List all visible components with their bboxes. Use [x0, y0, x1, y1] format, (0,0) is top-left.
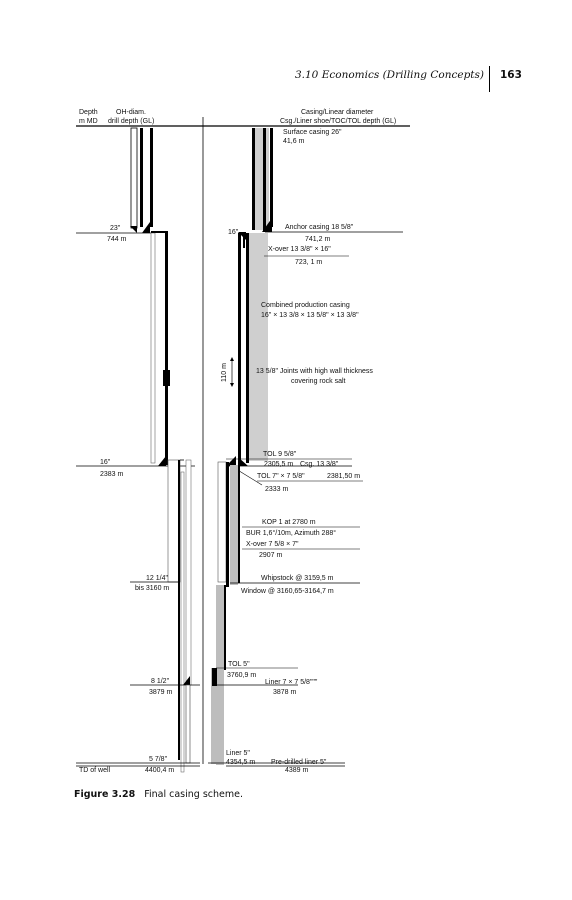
- length-110m: 110 m: [221, 363, 228, 382]
- figure-caption: Figure 3.28 Final casing scheme.: [74, 789, 243, 800]
- depth-header-unit: m MD: [79, 118, 98, 125]
- shoe-header: Csg./Liner shoe/TOC/TOL depth (GL): [280, 118, 396, 125]
- tol-9-5-8-label: TOL 9 5/8": [263, 451, 297, 458]
- oh-depth-2383: 2383 m: [100, 471, 124, 478]
- x-over-7-label: X-over 7 5/8 × 7": [246, 541, 299, 548]
- liner-7-label: Liner 7 × 7 5/8""": [265, 679, 318, 686]
- pre-drilled-liner-label: Pre-drilled liner 5": [271, 759, 327, 766]
- oh-size-8-1-2: 8 1/2": [151, 678, 170, 685]
- oh-diam-header: OH-diam.: [116, 109, 146, 116]
- oh-depth-744: 744 m: [107, 236, 127, 243]
- figure-caption-text: Final casing scheme.: [144, 789, 243, 800]
- tol-9-5-8-depth: 2305,5 m: [264, 461, 293, 468]
- csg-13-3-8-label: Csg. 13 3/8": [300, 461, 339, 468]
- tol-7-depth: 2333 m: [265, 486, 289, 493]
- oh-size-12-1-4: 12 1/4": [146, 575, 168, 582]
- kop-label: KOP 1 at 2780 m: [262, 519, 316, 526]
- figure-caption-label: Figure 3.28: [74, 789, 136, 800]
- whipstock-label: Whipstock @ 3159,5 m: [261, 575, 334, 582]
- td-label: TD of well: [79, 767, 111, 774]
- combined-casing-label: Combined production casing: [261, 302, 350, 309]
- tol-5-label: TOL 5": [228, 661, 250, 668]
- oh-depth-3160: bis 3160 m: [135, 585, 169, 592]
- tol-5-depth: 3760,9 m: [227, 672, 256, 679]
- x-over-depth: 723, 1 m: [295, 259, 322, 266]
- anchor-casing-depth: 741,2 m: [305, 236, 330, 243]
- running-header-title: 3.10 Economics (Drilling Concepts): [294, 69, 484, 81]
- liner-7-depth: 3878 m: [273, 689, 297, 696]
- oh-depth-4400: 4400,4 m: [145, 767, 174, 774]
- surface-casing-depth: 41,6 m: [283, 138, 305, 145]
- geometry: [76, 117, 410, 773]
- liner-5-depth: 4354,5 m: [226, 759, 255, 766]
- tol-7-label: TOL 7" × 7 5/8": [257, 473, 305, 480]
- window-label: Window @ 3160,65-3164,7 m: [241, 588, 334, 595]
- liner-5-label: Liner 5": [226, 750, 250, 757]
- running-header: 3.10 Economics (Drilling Concepts) 163: [0, 66, 572, 92]
- oh-size-16: 16": [100, 459, 111, 466]
- labels: Depth m MD OH-diam. drill depth (GL) 23"…: [79, 109, 396, 774]
- bur-label: BUR 1,6°/10m, Azimuth 288°: [246, 529, 336, 537]
- oh-size-5-7-8: 5 7/8": [149, 756, 168, 763]
- salt-joints-label-2: covering rock salt: [291, 378, 346, 385]
- oh-size-23: 23": [110, 225, 121, 232]
- shoe-2381-depth: 2381,50 m: [327, 473, 360, 480]
- right-casing: [208, 128, 403, 767]
- surface-casing-label: Surface casing 26": [283, 129, 342, 136]
- oh-depth-header: drill depth (GL): [108, 118, 154, 125]
- depth-header: Depth: [79, 109, 98, 116]
- casing-header: Casing/Linear diameter: [301, 109, 374, 116]
- salt-joints-label: 13 5/8" Joints with high wall thickness: [256, 368, 373, 375]
- combined-casing-sizes: 16" × 13 3/8 × 13 5/8" × 13 3/8": [261, 312, 359, 319]
- page-number: 163: [500, 69, 522, 81]
- x-over-7-depth: 2907 m: [259, 552, 283, 559]
- x-over-label: X-over 13 3/8" × 16": [268, 246, 331, 253]
- pre-drilled-liner-depth: 4389 m: [285, 767, 309, 774]
- header-divider: [489, 66, 490, 92]
- anchor-casing-label: Anchor casing 18 5/8": [285, 224, 354, 231]
- oh-depth-3879: 3879 m: [149, 689, 173, 696]
- left-wellbore: [76, 127, 200, 773]
- size-16-label: 16": [228, 229, 239, 236]
